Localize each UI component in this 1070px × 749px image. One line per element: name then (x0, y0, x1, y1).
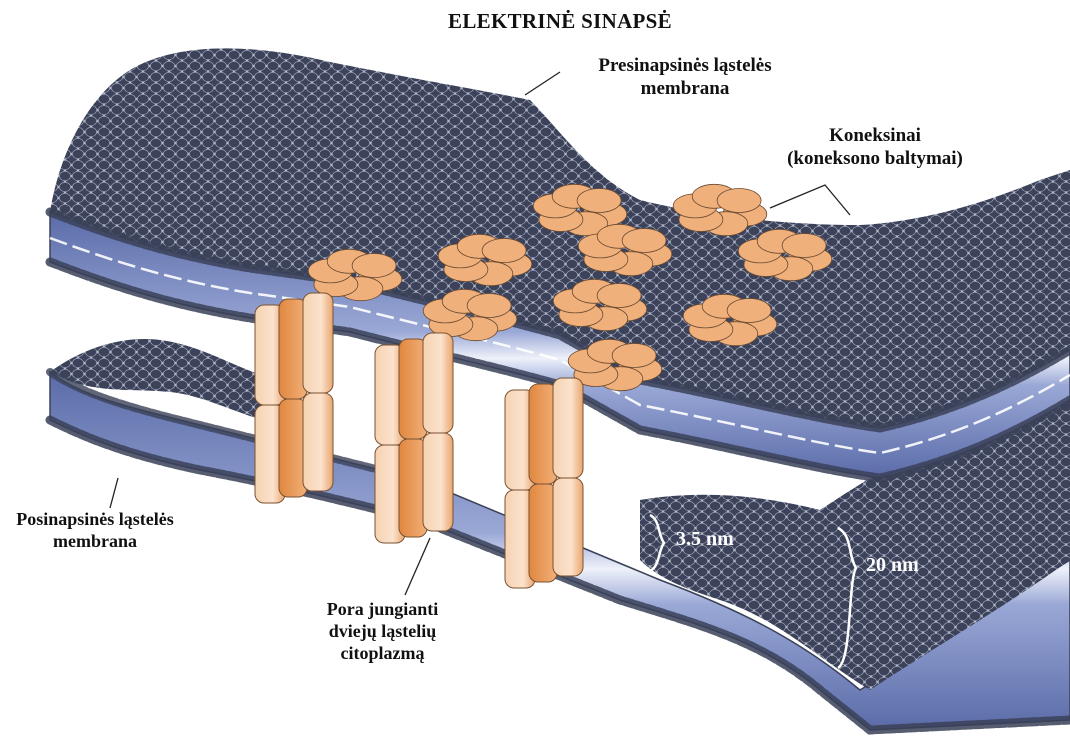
pore-label: Pora jungianti dviejų ląstelių citoplazm… (300, 598, 465, 664)
connexin-subunit (782, 234, 826, 258)
postsynaptic-label-line1: Posinapsinės ląstelės (0, 508, 190, 530)
connexin-pillar (303, 293, 333, 393)
presynaptic-label-line1: Presinapsinės ląstelės (540, 54, 830, 77)
connexin-subunit (622, 229, 666, 253)
connexin-pillar (303, 393, 333, 491)
presynaptic-membrane-label: Presinapsinės ląstelės membrana (540, 54, 830, 100)
connexin-subunit (467, 294, 511, 318)
connexin-pillar (553, 478, 583, 576)
postsynaptic-leader-line (110, 478, 118, 508)
presynaptic-label-line2: membrana (540, 77, 830, 100)
diagram-title: ELEKTRINĖ SINAPSĖ (360, 9, 760, 34)
connexin-subunit (577, 189, 621, 213)
connexin-subunit (597, 284, 641, 308)
connexin-pillar (423, 333, 453, 433)
connexins-label-line2: (koneksono baltymai) (760, 147, 990, 170)
gap-width-label: 3.5 nm (676, 528, 734, 551)
connexin-subunit (727, 299, 771, 323)
connexins-label: Koneksinai (koneksono baltymai) (760, 124, 990, 170)
pore-leader-line (405, 538, 430, 595)
postsynaptic-label-line2: membrana (0, 530, 190, 552)
connexin-subunit (482, 239, 526, 263)
connexin-subunit (612, 344, 656, 368)
connexin-pillar (423, 433, 453, 531)
total-width-label: 20 nm (866, 554, 919, 577)
pore-label-line3: citoplazmą (300, 642, 465, 664)
connexins-leader-line (770, 185, 850, 215)
pore-label-line2: dviejų ląstelių (300, 620, 465, 642)
connexin-subunit (352, 254, 396, 278)
connexin-pillar (553, 378, 583, 478)
connexins-label-line1: Koneksinai (760, 124, 990, 147)
connexin-subunit (717, 189, 761, 213)
pore-label-line1: Pora jungianti (300, 598, 465, 620)
postsynaptic-membrane-label: Posinapsinės ląstelės membrana (0, 508, 190, 552)
